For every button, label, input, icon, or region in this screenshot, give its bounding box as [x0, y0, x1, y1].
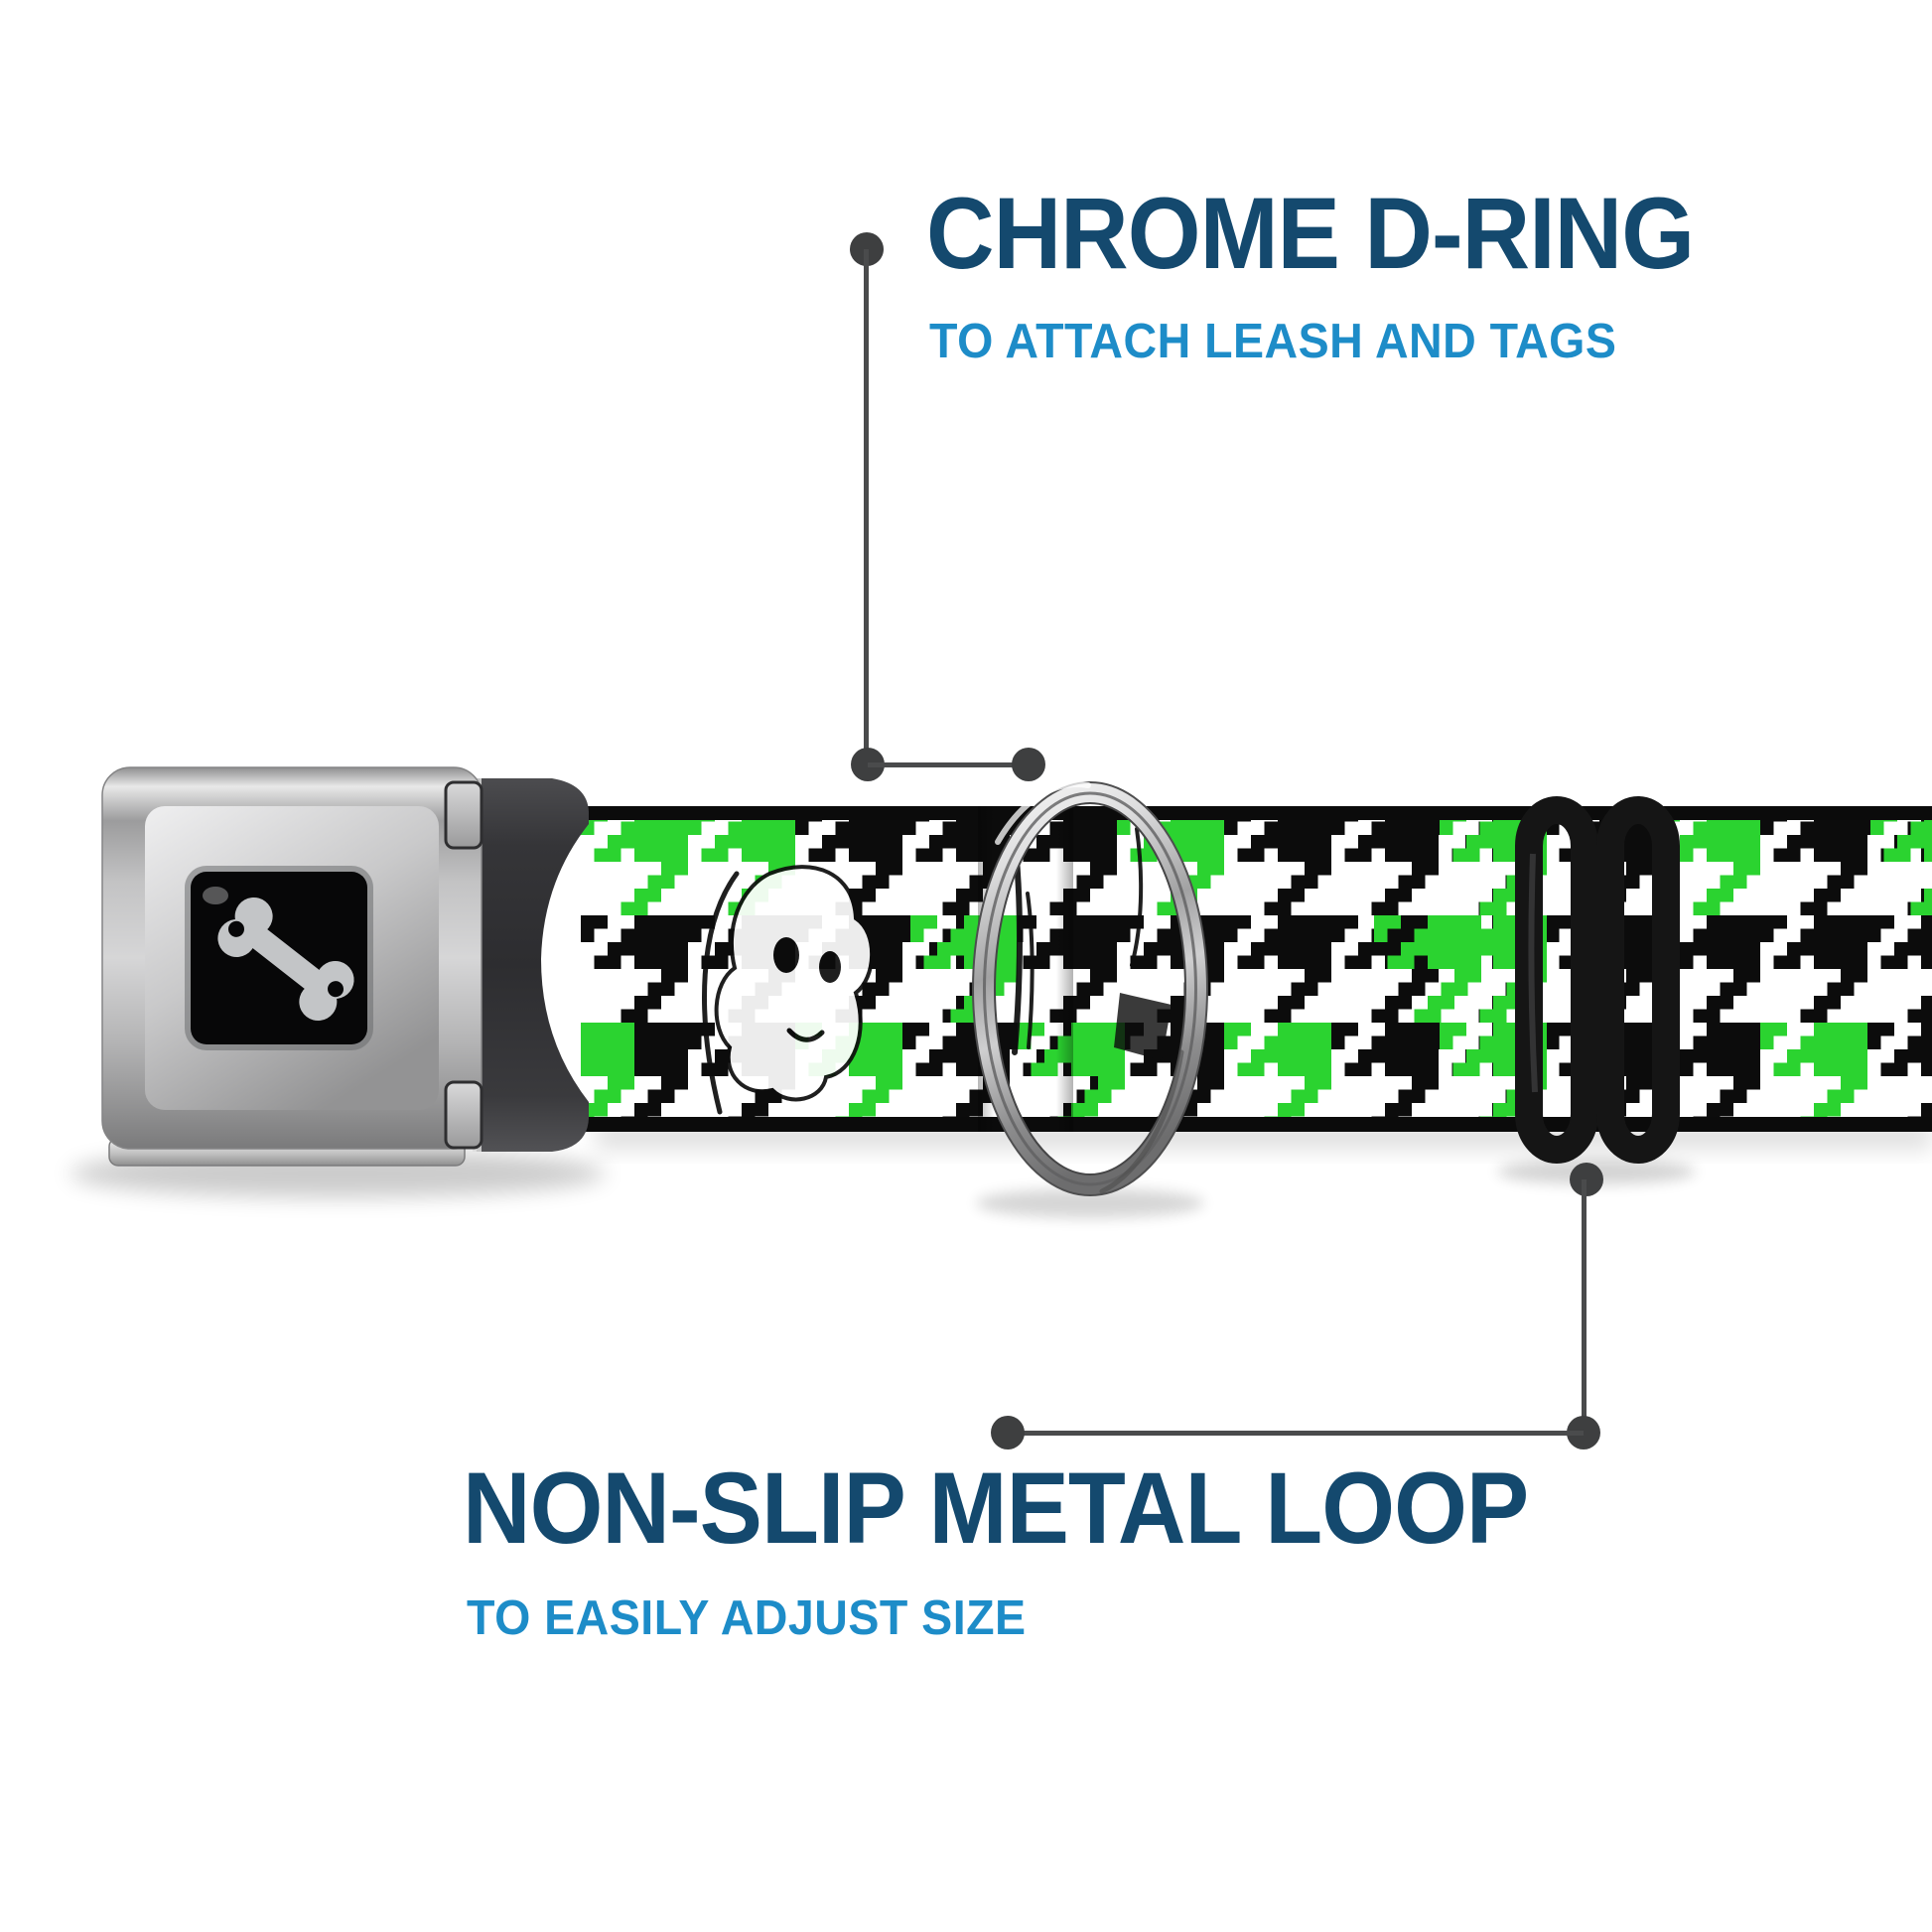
d-ring [972, 781, 1208, 1196]
buckle-clip-top [444, 780, 483, 850]
collar-strap [581, 806, 1932, 1132]
seatbelt-buckle [101, 766, 589, 1167]
strap-bottom-edge [581, 1117, 1932, 1132]
strap-top-edge [581, 806, 1932, 820]
bottom-callout-hline [1008, 1431, 1584, 1436]
bottom-callout-subtitle: TO EASILY ADJUST SIZE [467, 1591, 1027, 1645]
buckle-clip-bottom [444, 1080, 483, 1150]
bottom-callout-dot-start [1570, 1163, 1603, 1196]
buckle-latch [477, 778, 589, 1152]
top-callout-subtitle: TO ATTACH LEASH AND TAGS [929, 315, 1617, 368]
window-glint [203, 887, 228, 904]
d-ring-wire-seam [983, 791, 1197, 1186]
bottom-callout-vline [1582, 1179, 1587, 1433]
top-callout-hline [868, 762, 1029, 767]
printed-skull-graphic [702, 821, 1172, 1115]
bottom-callout-title: NON-SLIP METAL LOOP [463, 1451, 1529, 1565]
slider-highlight [1528, 853, 1538, 1093]
bottom-callout-dot-end [991, 1416, 1025, 1449]
top-callout-vline [864, 249, 869, 764]
top-callout-title: CHROME D-RING [926, 177, 1695, 290]
top-callout-dot-end [1012, 748, 1045, 781]
d-ring-highlight [995, 781, 1091, 845]
drop-shadows [69, 1122, 1932, 1218]
dog-bone-icon [217, 897, 354, 1022]
slider-loop [1515, 796, 1680, 1164]
